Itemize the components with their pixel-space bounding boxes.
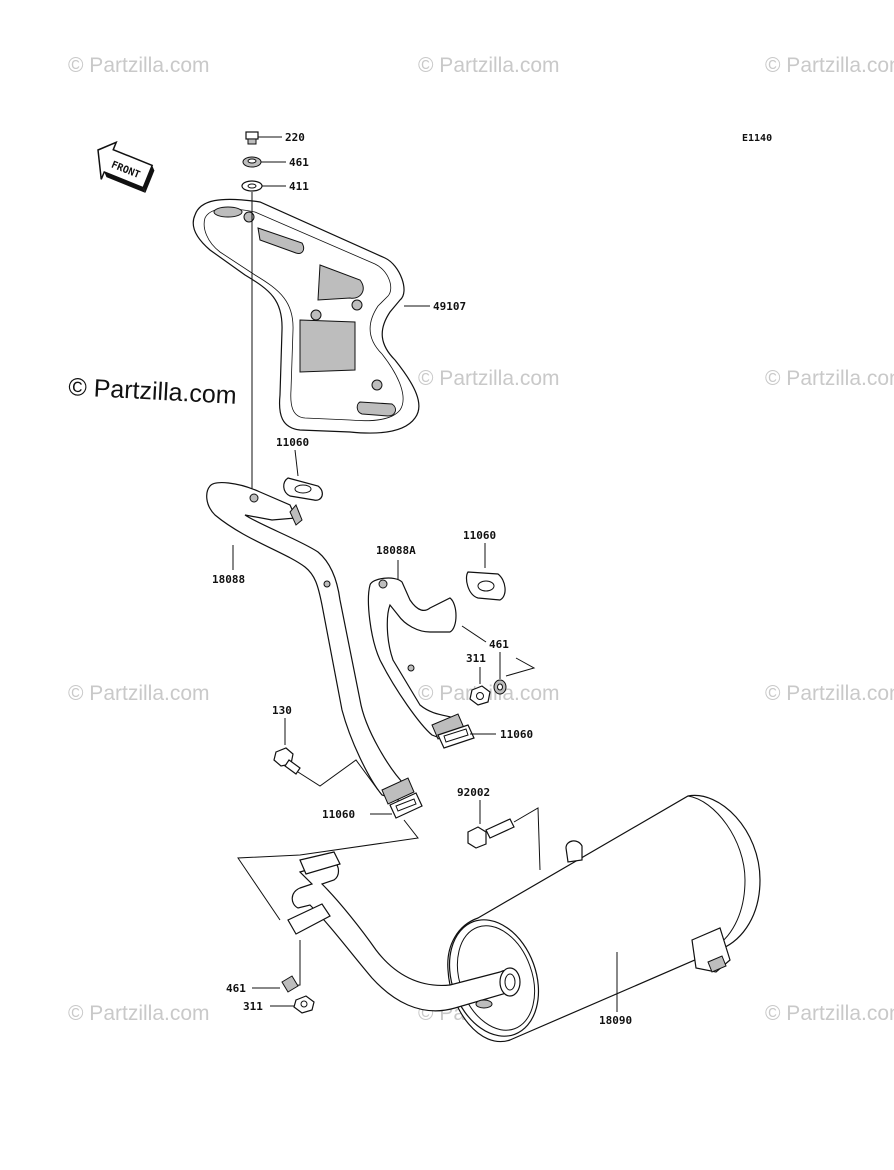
bolt-92002[interactable] (467, 800, 541, 871)
lock-washer-461-bottom[interactable] (252, 940, 301, 993)
callout-311-bottom: 311 (243, 1000, 263, 1013)
watermark-primary: © Partzilla.com (68, 373, 238, 410)
watermark: © Partzilla.com (68, 1002, 210, 1025)
exhaust-pipe-18088A[interactable] (367, 560, 465, 741)
nut-311-bottom[interactable] (270, 995, 315, 1014)
gasket-11060-d[interactable] (370, 792, 423, 819)
watermark: © Partzilla.com (418, 54, 560, 77)
heat-shield-49107[interactable] (192, 198, 430, 434)
watermark: © Partzilla.com (765, 367, 894, 390)
watermark: © Partzilla.com (68, 682, 210, 705)
gasket-11060-a[interactable] (283, 449, 323, 501)
watermark: © Partzilla.com (765, 54, 894, 77)
callout-18090: 18090 (599, 1014, 632, 1027)
callout-18088: 18088 (212, 573, 245, 586)
reference-code: E1140 (742, 133, 772, 144)
nut-311-mid[interactable] (469, 667, 491, 706)
gasket-11060-b[interactable] (465, 543, 506, 601)
callout-311-mid: 311 (466, 652, 486, 665)
callout-461-bottom: 461 (226, 982, 246, 995)
washer-411[interactable] (241, 180, 286, 192)
gasket-11060-c[interactable] (437, 724, 496, 749)
lock-washer-461-mid[interactable] (493, 652, 507, 695)
callout-11060-d: 11060 (322, 808, 355, 821)
lock-washer-461-top[interactable] (242, 156, 286, 168)
muffler-inlet-pipe[interactable] (287, 851, 521, 1012)
callout-11060-a: 11060 (276, 436, 309, 449)
callout-461-mid: 461 (489, 638, 509, 651)
callout-18088A: 18088A (376, 544, 416, 557)
watermark: © Partzilla.com (765, 1002, 894, 1025)
callout-220: 220 (285, 131, 305, 144)
callout-11060-c: 11060 (500, 728, 533, 741)
watermark: © Partzilla.com (418, 367, 560, 390)
bolt-130[interactable] (273, 718, 379, 791)
callout-labels: 220 461 411 49107 11060 18088 18088A 110… (212, 131, 632, 1027)
callout-11060-b: 11060 (463, 529, 496, 542)
watermark: © Partzilla.com (765, 682, 894, 705)
watermark: © Partzilla.com (68, 54, 210, 77)
callout-130: 130 (272, 704, 292, 717)
callout-92002: 92002 (457, 786, 490, 799)
callout-411: 411 (289, 180, 309, 193)
callout-49107: 49107 (433, 300, 466, 313)
front-arrow-icon: FRONT (97, 140, 155, 193)
exhaust-pipe-18088[interactable] (206, 482, 415, 805)
bolt-220[interactable] (245, 131, 282, 145)
callout-461-top: 461 (289, 156, 309, 169)
